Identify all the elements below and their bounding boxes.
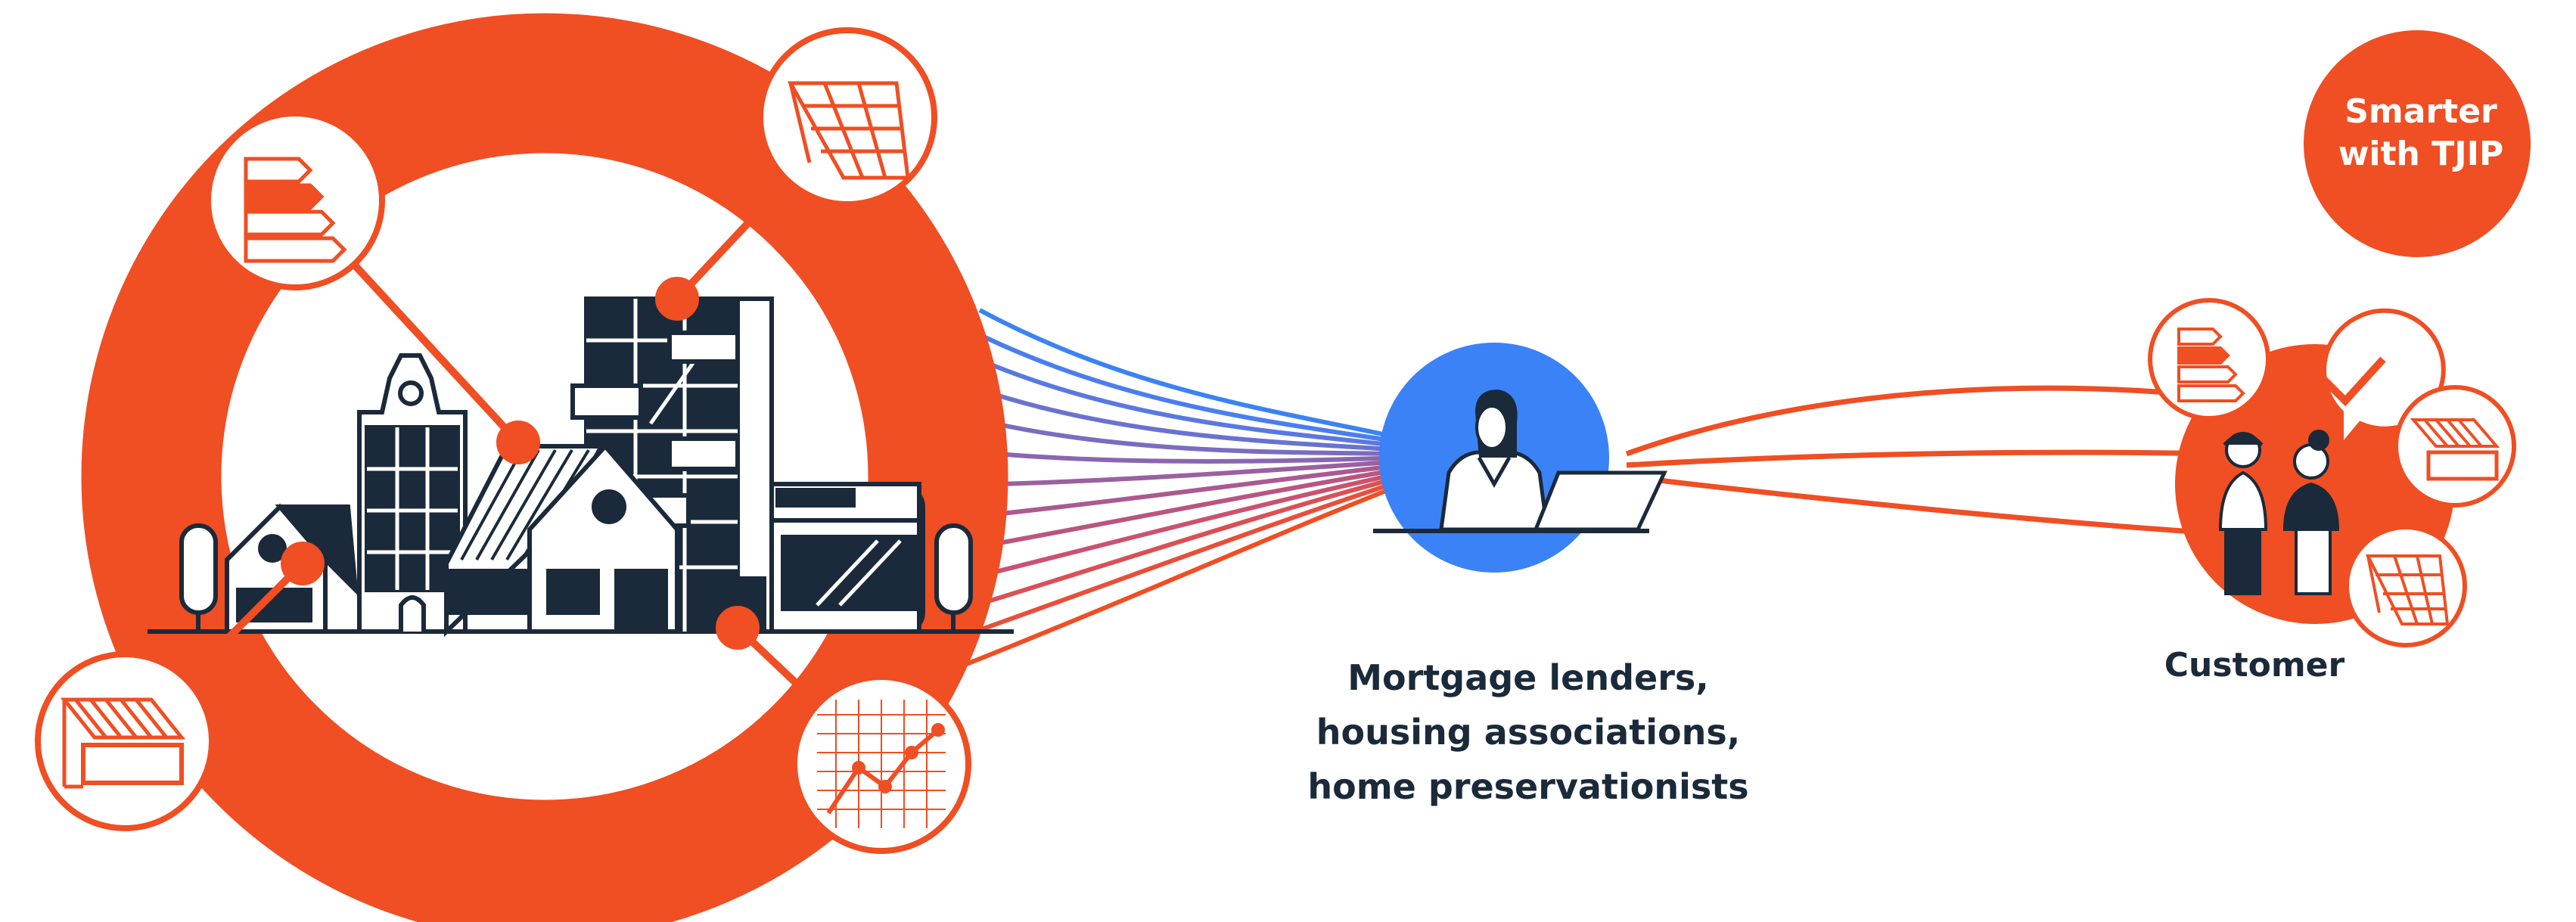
city-illustration [148,296,1014,638]
customer-energy-label-icon [2148,298,2270,421]
customer-solar-house-icon [2394,385,2516,508]
flow-lines-left [952,308,1405,672]
house-roof-icon [35,651,215,831]
advisor-laptop-icon [1373,343,1667,573]
lenders-label-line-3: home preservationists [1307,766,1749,807]
badge-label-line-2: with TJIP [2338,135,2504,173]
lenders-label: Mortgage lenders, housing associations, … [1241,650,1816,814]
energy-label-icon [205,110,385,290]
two-people-icon [2218,430,2340,595]
badge-label-line-1: Smarter [2345,92,2497,131]
badge-label: Smarter with TJIP [2315,91,2527,175]
customer-solar-panel-icon [2345,525,2467,647]
lenders-label-line-2: housing associations, [1316,712,1741,753]
flow-lines-right [1625,385,2217,536]
solar-panel-icon [757,27,937,207]
customer-cluster [2148,298,2516,647]
growth-chart-icon [791,674,971,854]
tjip-badge [2304,30,2531,257]
customer-label: Customer [2164,646,2345,685]
lenders-label-line-1: Mortgage lenders, [1347,657,1709,698]
ecosystem-ring [81,13,1008,922]
